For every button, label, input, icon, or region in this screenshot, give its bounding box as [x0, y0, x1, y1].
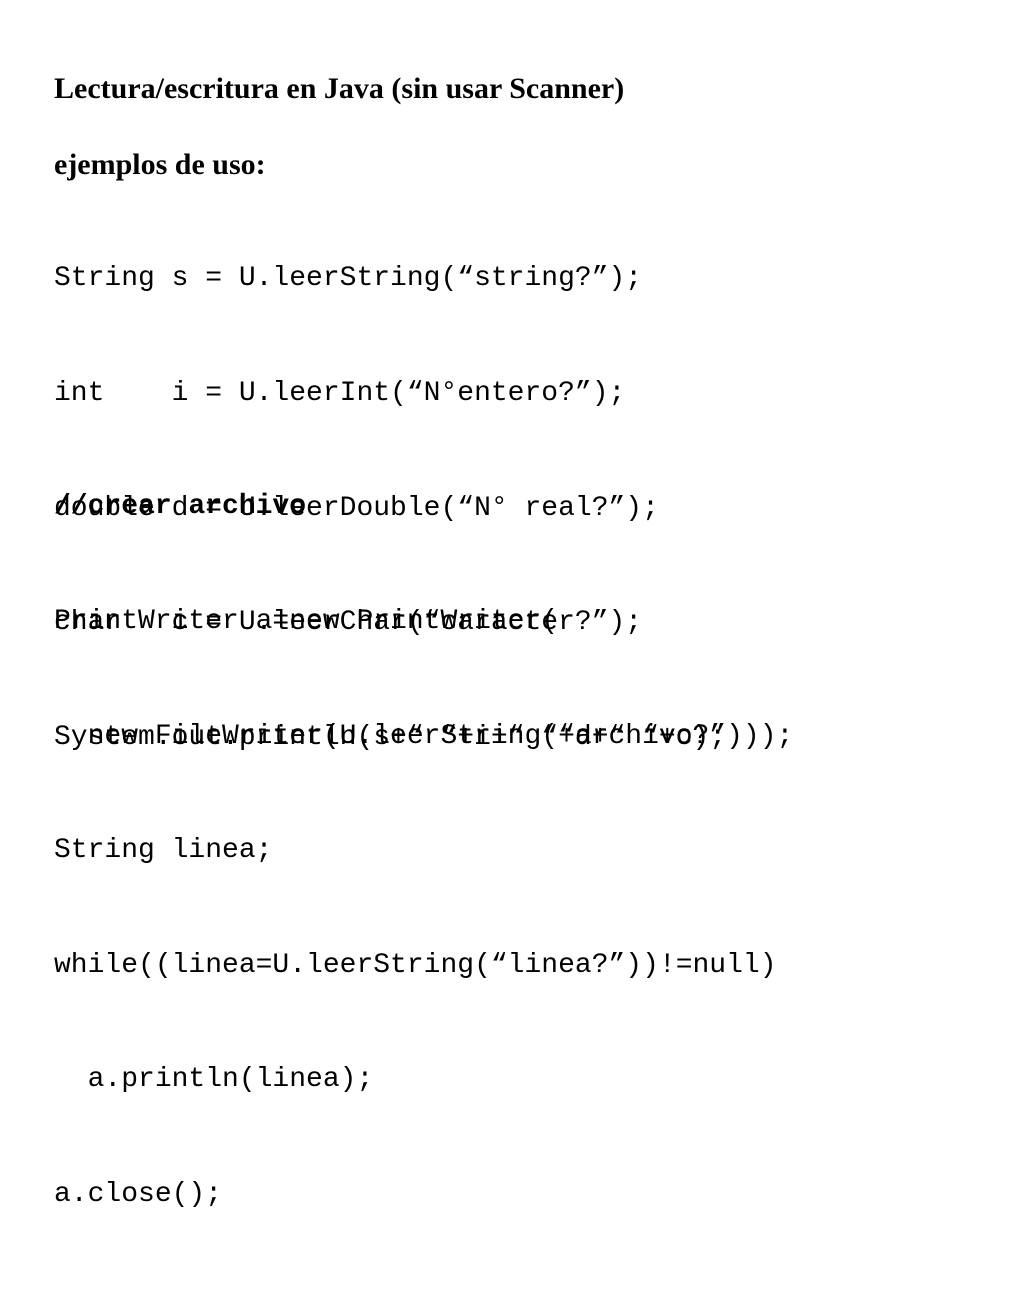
code-line: double d = U.leerDouble(“N° real?”); — [54, 492, 659, 524]
code-line: String s = U.leerString(“string?”); — [54, 263, 643, 295]
code-block-usage: String s = U.leerString(“string?”); int … — [54, 184, 726, 833]
slide: Lectura/escritura en Java (sin usar Scan… — [54, 72, 794, 1210]
slide-title: Lectura/escritura en Java (sin usar Scan… — [54, 72, 625, 105]
code-line: System.out.println(s+“ “+i+“ “+d+“ “+c); — [54, 721, 727, 753]
usage-examples-heading: ejemplos de uso: — [54, 148, 266, 181]
code-line: PrintWriter a=new PrintWriter( — [54, 606, 559, 637]
code-line: a.close(); — [54, 1178, 223, 1210]
code-line: char c = U.leerChar(“caracter?”); — [54, 607, 643, 639]
code-line: while((linea=U.leerString(“linea?”))!=nu… — [54, 949, 777, 981]
code-block-file: //crear archivo PrintWriter a=new PrintW… — [54, 412, 793, 1291]
code-line: a.println(linea); — [54, 1064, 374, 1096]
code-line: String linea; — [54, 835, 273, 867]
code-comment: //crear archivo — [54, 491, 307, 523]
code-line: new FileWriter(U.leerString(“archivo?”))… — [54, 720, 794, 752]
code-line: int i = U.leerInt(“N°entero?”); — [54, 378, 626, 409]
